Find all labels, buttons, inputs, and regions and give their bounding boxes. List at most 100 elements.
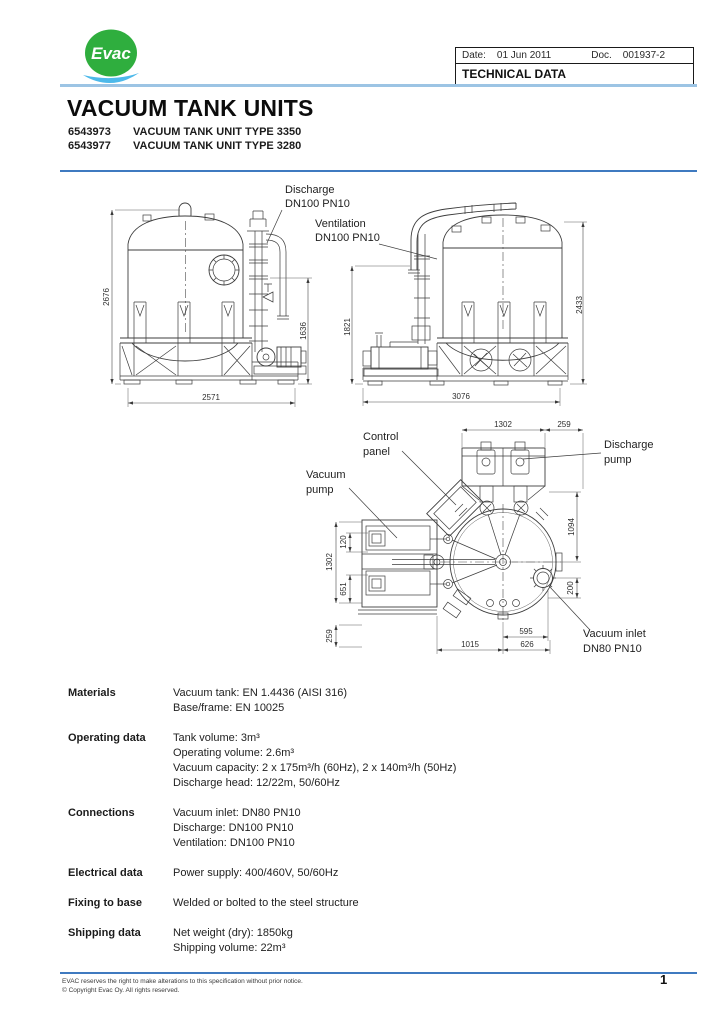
spec-label: Fixing to base [68, 897, 142, 909]
spec-row-fixing-to-base: Fixing to base Welded or bolted to the s… [68, 896, 668, 911]
vacuum-pump-side [362, 332, 439, 377]
control-panel-box [426, 479, 484, 537]
product-row: 6543977 VACUUM TANK UNIT TYPE 3280 [68, 140, 301, 154]
product-name: VACUUM TANK UNIT TYPE 3280 [133, 139, 302, 152]
base-frame [119, 343, 299, 381]
spec-line: Net weight (dry): 1850kg [173, 927, 293, 939]
side-height-dim: 2433 [575, 296, 584, 314]
top-dim-1302: 1302 [494, 420, 512, 429]
product-name: VACUUM TANK UNIT TYPE 3350 [133, 126, 302, 138]
date-value: 01 Jun 2011 [496, 50, 552, 61]
ventilation-label-size: DN100 PN10 [315, 232, 380, 244]
spec-line: Ventilation: DN100 PN10 [173, 837, 295, 849]
bottom-dim-595: 595 [519, 627, 533, 636]
page-title: VACUUM TANK UNITS [67, 95, 314, 121]
control-panel-label: Control [363, 431, 398, 443]
vacuum-inlet-label2: DN80 PN10 [583, 643, 642, 655]
vacuum-inlet-label: Vacuum inlet [583, 628, 646, 640]
dome-fitting [204, 213, 215, 221]
ventilation-pipe [410, 202, 517, 270]
technical-data-heading: TECHNICAL DATA [456, 63, 693, 85]
spec-line: Base/frame: EN 10025 [173, 702, 285, 714]
top-view: 1302 259 1094 200 595 626 1015 1302 120 … [306, 420, 654, 655]
logo-swoosh [83, 73, 139, 84]
header-rule [60, 84, 697, 87]
product-list: 6543973 VACUUM TANK UNIT TYPE 3350 65439… [68, 126, 301, 153]
discharge-pump-label: Discharge [604, 439, 654, 451]
spec-label: Materials [68, 687, 116, 699]
spec-line: Vacuum capacity: 2 x 175m³/h (60Hz), 2 x… [173, 762, 457, 774]
discharge-label-size: DN100 PN10 [285, 198, 350, 210]
product-code: 6543973 [68, 126, 111, 138]
footer-rule [60, 972, 697, 974]
footer-disclaimer: EVAC reserves the right to make alterati… [62, 978, 303, 985]
front-outlet-dim: 1636 [299, 322, 308, 340]
bottom-dim-626: 626 [520, 640, 534, 649]
spec-line: Power supply: 400/460V, 50/60Hz [173, 867, 339, 879]
footer-copyright: © Copyright Evac Oy. All rights reserved… [62, 987, 180, 994]
ventilation-label: Ventilation [315, 218, 366, 230]
spec-row-connections: Connections Vacuum inlet: DN80 PN10 Disc… [68, 806, 668, 851]
vacuum-pump-label2: pump [306, 484, 334, 496]
evac-logo-graphic: Evac [83, 29, 139, 84]
evac-logo: Evac [70, 28, 154, 92]
spec-line: Shipping volume: 22m³ [173, 942, 286, 954]
spec-line: Tank volume: 3m³ [173, 732, 260, 744]
discharge-pump-label2: pump [604, 454, 632, 466]
doc-info-row: Date: 01 Jun 2011 Doc. 001937-2 [456, 48, 693, 63]
pipe-box [411, 325, 431, 341]
technical-drawing: 2676 1636 2571 Discharge DN100 PN10 Vent… [102, 184, 654, 655]
left-dim-120: 120 [339, 535, 348, 549]
bottom-dim-1015: 1015 [461, 640, 479, 649]
doc-number-label: Doc. [591, 50, 612, 61]
product-row: 6543973 VACUUM TANK UNIT TYPE 3350 [68, 126, 301, 140]
base-frame [362, 343, 569, 382]
front-height-dim: 2676 [102, 288, 111, 306]
spec-row-operating-data: Operating data Tank volume: 3m³ Operatin… [68, 731, 668, 791]
spec-line: Vacuum inlet: DN80 PN10 [173, 807, 301, 819]
skirt-openings [469, 348, 532, 372]
base-feet [367, 380, 563, 386]
center-cross [441, 504, 561, 622]
spec-line: Discharge: DN100 PN10 [173, 822, 294, 834]
bottom-fittings [486, 599, 520, 620]
control-panel-label2: panel [363, 446, 390, 458]
spec-row-electrical-data: Electrical data Power supply: 400/460V, … [68, 866, 668, 881]
angled-fitting [452, 588, 472, 606]
base-feet [123, 379, 295, 385]
logo-text: Evac [91, 44, 131, 63]
manhole [208, 254, 240, 286]
title-rule [60, 170, 697, 172]
doc-number-value: 001937-2 [622, 50, 666, 61]
right-dim-1094: 1094 [567, 518, 576, 536]
left-dim-1302: 1302 [325, 553, 334, 571]
spec-row-materials: Materials Vacuum tank: EN 1.4436 (AISI 3… [68, 686, 668, 716]
angled-fitting [442, 601, 462, 619]
vacuum-pump-assembly [358, 519, 498, 615]
piping-column [389, 234, 430, 347]
vacuum-inlet-flange [530, 565, 556, 591]
discharge-pump-front [253, 346, 307, 375]
discharge-label: Discharge [285, 184, 335, 196]
front-view: 2676 1636 2571 Discharge DN100 PN10 Vent… [102, 184, 438, 407]
spec-line: Operating volume: 2.6m³ [173, 747, 295, 759]
side-pipe-height-dim: 1821 [343, 318, 352, 336]
spec-label: Shipping data [68, 927, 141, 939]
dome-fittings [451, 216, 551, 233]
discharge-pump-assembly [461, 441, 546, 556]
logo-green-circle [85, 29, 137, 77]
discharge-piping [247, 210, 289, 352]
spec-line: Vacuum tank: EN 1.4436 (AISI 316) [173, 687, 348, 699]
right-dim-200: 200 [566, 581, 575, 595]
spec-label: Operating data [68, 732, 146, 744]
dome-fitting [142, 214, 152, 222]
spec-label: Connections [68, 807, 135, 819]
spec-label: Electrical data [68, 867, 143, 879]
left-dim-259: 259 [325, 629, 334, 643]
spec-row-shipping-data: Shipping data Net weight (dry): 1850kg S… [68, 926, 668, 956]
flange-marks [454, 503, 549, 521]
top-dim-259: 259 [557, 420, 571, 429]
tank-legs [461, 301, 547, 343]
left-dim-651: 651 [339, 582, 348, 596]
